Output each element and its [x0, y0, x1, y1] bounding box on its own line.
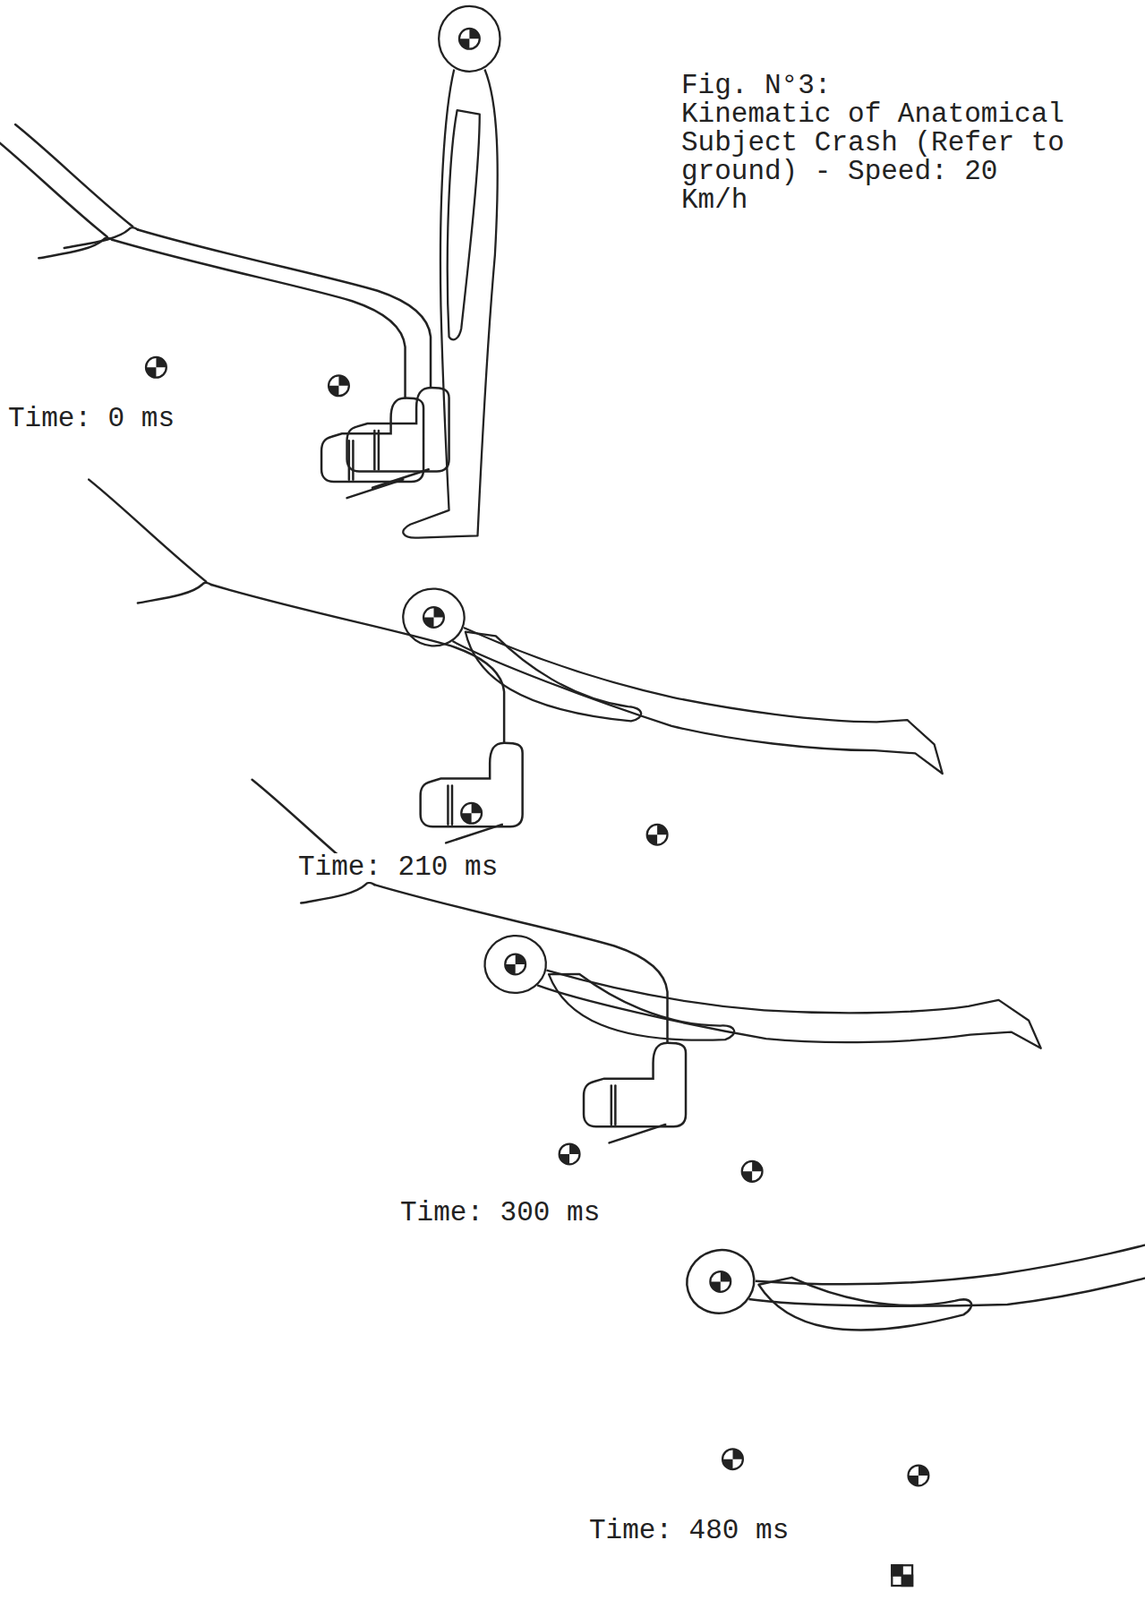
figure-caption: Kinematic of Anatomical Subject Crash (R… — [681, 100, 1065, 215]
figure-title: Fig. N°3: — [681, 71, 831, 101]
time-label: Time: 210 ms — [295, 853, 501, 882]
time-label: Time: 480 ms — [586, 1516, 792, 1546]
time-label: Time: 300 ms — [397, 1198, 603, 1228]
time-label: Time: 0 ms — [5, 404, 178, 434]
